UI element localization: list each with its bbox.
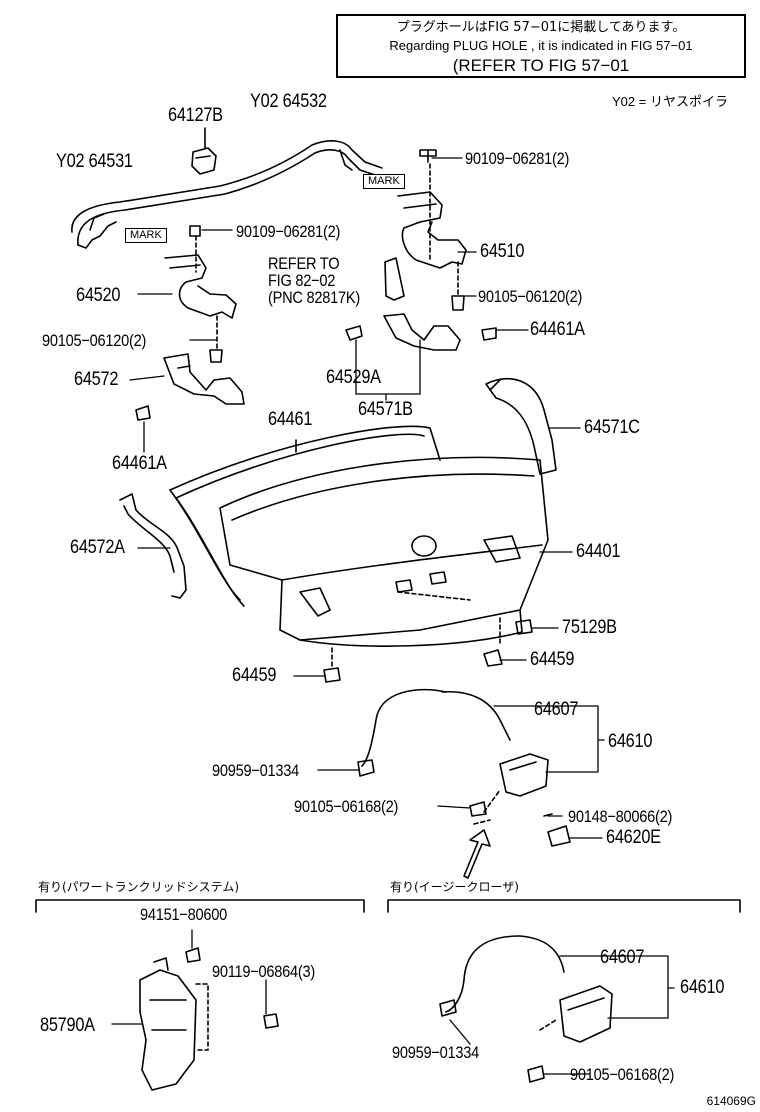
part-label-64520[interactable]: 64520 [76, 285, 121, 306]
leader-lines [111, 157, 675, 1075]
mark-label-left: MARK [125, 228, 167, 243]
lock-assembly-64610 [357, 688, 571, 847]
trunk-lid-64401 [219, 456, 549, 647]
part-label-64459-right[interactable]: 64459 [530, 649, 575, 670]
part-label-64461A-right[interactable]: 64461A [530, 319, 585, 340]
direction-arrow [463, 829, 491, 879]
note-reference: (REFER TO FIG 57−01 [452, 56, 630, 75]
hinge-64520 [164, 225, 237, 363]
part-label-64510[interactable]: 64510 [480, 241, 525, 262]
hinge-64510 [397, 149, 467, 311]
part-label-64610-closer[interactable]: 64610 [680, 977, 725, 998]
part-label-90105-06168[interactable]: 90105−06168(2) [294, 797, 399, 816]
part-label-64461[interactable]: 64461 [268, 409, 313, 430]
part-label-90109-left[interactable]: 90109−06281(2) [236, 222, 341, 241]
section-title-easy-closer: 有り(イージークローザ) [390, 880, 519, 894]
weatherstrip-64461 [169, 425, 441, 607]
part-label-64531[interactable]: Y02 64531 [56, 151, 133, 172]
part-label-85790A[interactable]: 85790A [40, 1015, 95, 1036]
part-label-90109-right[interactable]: 90109−06281(2) [465, 149, 570, 168]
figure-id: 614069G [706, 1094, 756, 1108]
trim-64571C [485, 377, 557, 475]
part-label-90148[interactable]: 90148−80066(2) [568, 807, 673, 826]
bracket-64571B [345, 313, 497, 351]
cushion-75129B [515, 619, 533, 635]
note-japanese: プラグホールはFIG 57−01に掲載してあります。 [396, 20, 686, 35]
part-label-64572[interactable]: 64572 [74, 369, 119, 390]
section-bracket-right [387, 899, 741, 913]
part-label-64571B[interactable]: 64571B [358, 399, 413, 420]
part-label-64401[interactable]: 64401 [576, 541, 621, 562]
bracket-82817K [384, 257, 405, 301]
part-label-64610[interactable]: 64610 [608, 731, 653, 752]
note-box: プラグホールはFIG 57−01に掲載してあります。 Regarding PLU… [336, 14, 746, 78]
mark-label-right: MARK [363, 174, 405, 189]
part-label-90105-closer[interactable]: 90105−06168(2) [570, 1065, 675, 1084]
note-english: Regarding PLUG HOLE , it is indicated in… [389, 38, 693, 53]
cushion-64127B [191, 127, 217, 175]
refer-to-line2: FIG 82−02 [268, 271, 336, 290]
part-label-64529A[interactable]: 64529A [326, 367, 381, 388]
closer-85790A [139, 947, 279, 1091]
part-label-90105-left[interactable]: 90105−06120(2) [42, 331, 147, 350]
part-label-64127B[interactable]: 64127B [168, 105, 223, 126]
legend-y02: Y02 = リヤスポイラ [612, 94, 728, 109]
part-label-94151[interactable]: 94151−80600 [140, 905, 228, 924]
section-title-power-trunk: 有り(パワートランクリッドシステム) [38, 880, 240, 894]
part-label-64620E[interactable]: 64620E [606, 827, 661, 848]
part-label-64461A-left[interactable]: 64461A [112, 453, 167, 474]
cushion-64459-right [483, 649, 503, 667]
part-label-75129B[interactable]: 75129B [562, 617, 617, 638]
part-label-90105-right[interactable]: 90105−06120(2) [478, 287, 583, 306]
part-label-64459-left[interactable]: 64459 [232, 665, 277, 686]
part-label-64607-closer[interactable]: 64607 [600, 947, 645, 968]
part-label-64571C[interactable]: 64571C [584, 417, 640, 438]
part-label-90959[interactable]: 90959−01334 [212, 761, 300, 780]
cushion-64459-left [323, 667, 341, 683]
rear-spoiler-bars [71, 140, 383, 249]
refer-to-line1: REFER TO [268, 254, 340, 273]
part-label-90119[interactable]: 90119−06864(3) [212, 962, 316, 981]
part-label-64607[interactable]: 64607 [534, 699, 579, 720]
section-bracket-left [35, 899, 365, 913]
part-label-64532[interactable]: Y02 64532 [250, 91, 327, 112]
part-label-64572A[interactable]: 64572A [70, 537, 125, 558]
bracket-64572 [163, 353, 245, 405]
lock-assembly-64610-closer [439, 935, 613, 1083]
cable-64572A [119, 493, 187, 599]
part-label-90959-closer[interactable]: 90959−01334 [392, 1043, 480, 1062]
clip-64461A-left [135, 405, 151, 421]
refer-to-line3: (PNC 82817K) [268, 288, 360, 307]
